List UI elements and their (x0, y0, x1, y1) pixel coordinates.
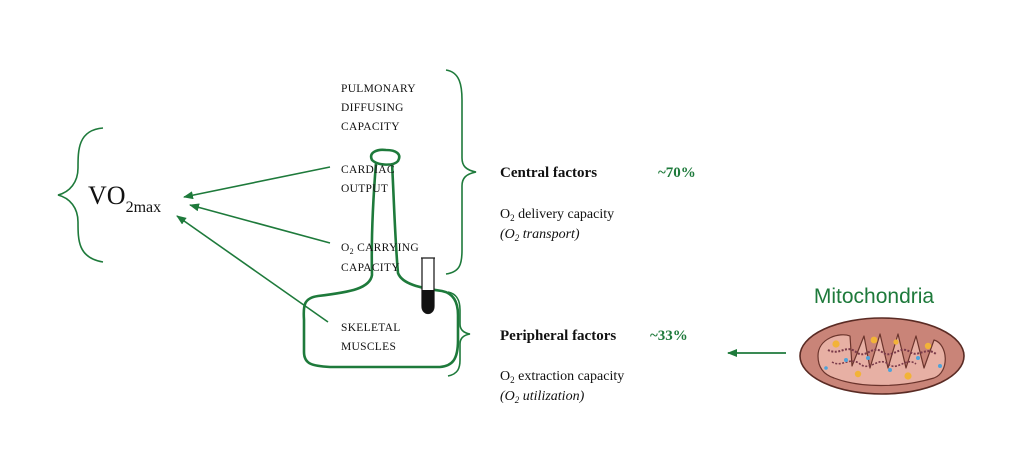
central-factors-percent: ~70% (658, 165, 696, 181)
vo2max-label: VO2max (88, 181, 161, 216)
mitochondria-label: Mitochondria (814, 285, 935, 308)
flask-hand-drawing (302, 148, 460, 369)
arrow-cardiac-to-vo2 (183, 166, 331, 200)
cardiac-output-label: CARDIAC OUTPUT (341, 164, 398, 195)
mitochondrion-icon (799, 317, 965, 395)
vo2max-left-brace (57, 127, 104, 263)
central-factors-heading: Central factors (500, 165, 597, 181)
test-tube-icon (421, 257, 435, 315)
o2-utilization-text: (O2 utilization) (500, 389, 585, 405)
arrow-skeletal-to-vo2 (176, 215, 329, 323)
pulmonary-diffusing-capacity-label: PULMONARY DIFFUSING CAPACITY (341, 83, 419, 133)
arrow-o2carrying-to-vo2 (189, 203, 331, 244)
central-factors-brace (445, 69, 477, 275)
o2-delivery-capacity-text: O2 delivery capacity (500, 207, 614, 223)
o2-transport-text: (O2 transport) (500, 227, 580, 243)
o2-carrying-capacity-label: O2 CARRYING CAPACITY (341, 242, 422, 274)
peripheral-factors-brace (447, 291, 471, 377)
vo2max-main: VO (88, 181, 126, 210)
peripheral-factors-percent: ~33% (650, 328, 688, 344)
vo2max-subscript: 2max (126, 199, 162, 216)
peripheral-factors-heading: Peripheral factors (500, 328, 616, 344)
skeletal-muscles-label: SKELETAL MUSCLES (341, 322, 403, 353)
o2-extraction-capacity-text: O2 extraction capacity (500, 369, 624, 385)
